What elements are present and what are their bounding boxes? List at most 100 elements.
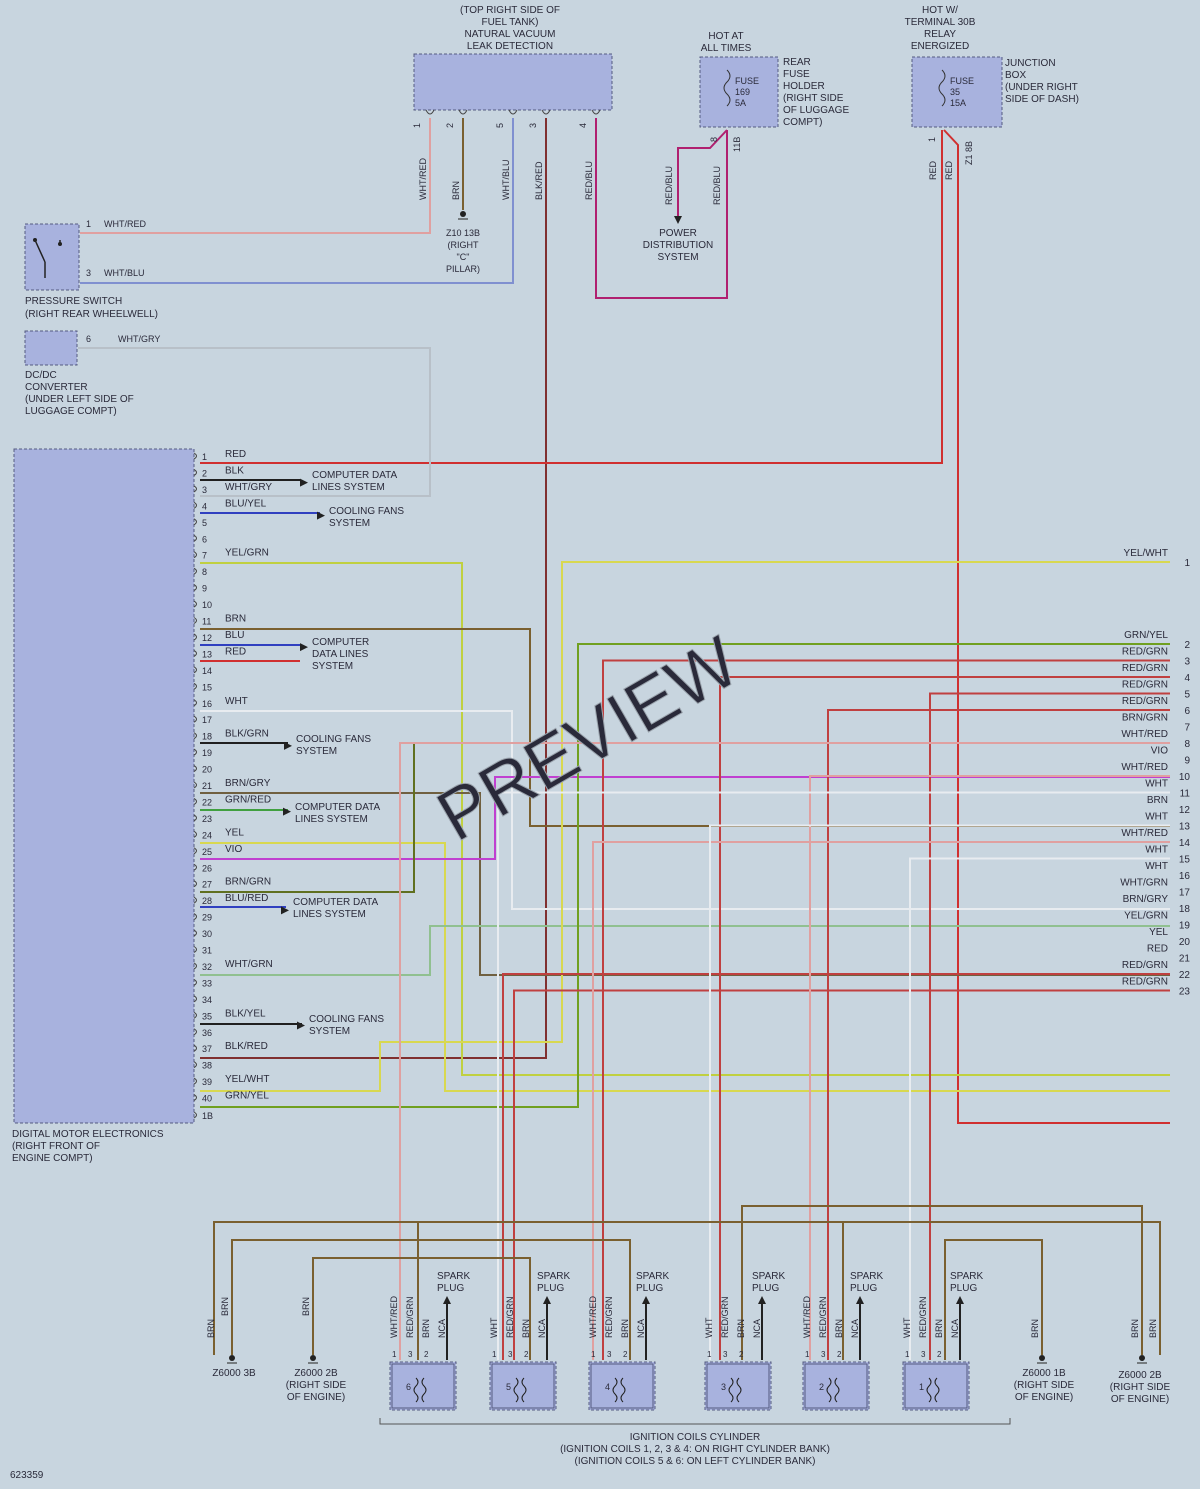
fuse-169-code: 11B	[732, 137, 742, 152]
terminal-icon	[193, 699, 197, 707]
ground-z6000-3b-icon	[229, 1355, 235, 1361]
wire-red-21	[943, 129, 1170, 1124]
fuse-35-wire-label: RED	[944, 160, 954, 180]
terminal-icon	[193, 732, 197, 740]
wire-red-dme-1	[200, 130, 943, 464]
coil-wire-label: BRN	[934, 1319, 944, 1338]
fuse-169-label: 169	[735, 87, 750, 97]
ground-z6000-2b-label: Z6000 2B	[294, 1368, 338, 1379]
right-line-number: 21	[1179, 954, 1191, 965]
coil-winding-icon	[513, 1377, 527, 1403]
terminal-icon	[193, 847, 197, 855]
spark-plug-arrow-icon	[956, 1296, 964, 1304]
dme-pin: 34	[202, 995, 212, 1005]
dme-ref-label: LINES SYSTEM	[312, 482, 385, 493]
pressure-switch	[24, 223, 80, 291]
coil-wire-label: BRN	[521, 1319, 531, 1338]
dcdc-label: (UNDER LEFT SIDE OF	[25, 394, 134, 405]
pressure-switch-pin: 3	[86, 268, 91, 278]
dme-wire-label: VIO	[225, 844, 242, 855]
ignition-coil	[389, 1361, 457, 1411]
spark-plug-label: SPARK	[752, 1271, 785, 1282]
dme-wire-label: BLK/RED	[225, 1041, 268, 1052]
ignition-coil	[489, 1361, 557, 1411]
coil-pin: 1	[707, 1350, 712, 1359]
right-line-wire-label: WHT/RED	[1121, 762, 1168, 773]
figure-id: 623359	[10, 1470, 44, 1481]
ignition-coil	[904, 1363, 968, 1409]
terminal-icon	[458, 109, 468, 115]
ignition-coil	[704, 1361, 772, 1411]
dme-pin: 1	[202, 452, 207, 462]
right-line-number: 15	[1179, 855, 1191, 866]
dme-ref-label: SYSTEM	[312, 661, 353, 672]
rear-fuse-holder-label: REAR	[783, 57, 811, 68]
wire-red-blu-power	[677, 129, 728, 222]
coil-pin: 2	[837, 1350, 842, 1359]
right-line-wire-label: YEL/GRN	[1124, 911, 1168, 922]
dme-ref-label: DATA LINES	[312, 649, 369, 660]
wire-yel-wht	[200, 561, 1170, 1092]
coil-wire-label: RED/GRN	[604, 1296, 614, 1338]
coil-winding-icon	[728, 1377, 742, 1403]
nvld-wire-label: WHT/BLU	[501, 160, 511, 201]
ground-z6000-1b-label: (RIGHT SIDE	[1014, 1380, 1075, 1391]
wire-red-grn-coil6	[513, 989, 1170, 1360]
pressure-switch-label: PRESSURE SWITCH	[25, 296, 122, 307]
coil-wire-label: BRN	[620, 1319, 630, 1338]
ignition-coil-number: 6	[406, 1382, 411, 1392]
terminal-icon	[193, 649, 197, 657]
dme-wire-label: RED	[225, 449, 246, 460]
right-line-number: 2	[1184, 640, 1190, 651]
fuse-35-label: FUSE	[950, 76, 974, 86]
nvld-pin: 2	[445, 123, 455, 128]
terminal-icon	[193, 978, 197, 986]
ground-wire-label: BRN	[206, 1319, 216, 1338]
terminal-icon	[508, 109, 518, 115]
nvld-label: (TOP RIGHT SIDE OF	[460, 5, 560, 16]
nvld-module	[413, 53, 613, 111]
wire-blk-red	[200, 118, 547, 1059]
coil-wire-label: WHT	[489, 1317, 499, 1338]
dme-pin: 32	[202, 962, 212, 972]
right-line-wire-label: WHT	[1145, 861, 1168, 872]
arrow-ref-icon	[300, 478, 308, 487]
dme-wire-label: BLU/RED	[225, 893, 268, 904]
right-line-wire-label: WHT/GRN	[1120, 878, 1168, 889]
terminal-icon	[193, 946, 197, 953]
rear-fuse-holder-label: (RIGHT SIDE	[783, 93, 844, 104]
wire-wht-red-pressure	[80, 118, 431, 234]
dme-pin: 19	[202, 748, 212, 758]
spark-plug-label: PLUG	[636, 1283, 663, 1294]
dcdc-wire-label: WHT/GRY	[118, 334, 160, 344]
wire-wht-gry	[78, 347, 431, 497]
nvld-wire-label: RED/BLU	[584, 161, 594, 200]
coil-wire-label: WHT	[902, 1317, 912, 1338]
dme-pin: 33	[202, 978, 212, 988]
terminal-icon	[193, 863, 197, 871]
dme-pin: 7	[202, 551, 207, 561]
fuse-169-label: FUSE	[735, 76, 759, 86]
right-line-wire-label: RED/GRN	[1122, 647, 1168, 658]
hot-relay-label: HOT W/	[922, 5, 958, 16]
dme-pin: 28	[202, 896, 212, 906]
dme-ref-label: COMPUTER	[312, 637, 369, 648]
terminal-icon	[591, 109, 601, 115]
ignition-coils-label: IGNITION COILS CYLINDER	[630, 1432, 761, 1443]
arrow-ref-icon	[300, 643, 308, 652]
terminal-icon	[193, 1061, 197, 1069]
dme-wire-label: YEL/WHT	[225, 1074, 269, 1085]
right-line-wire-label: BRN/GRN	[1122, 713, 1168, 724]
watermark: PREVIEW	[424, 622, 752, 857]
fuse-35-code: Z1 8B	[964, 141, 974, 165]
dme-wire-label: YEL	[225, 827, 244, 838]
dme-pin: 26	[202, 863, 212, 873]
ignition-coil-number: 2	[819, 1382, 824, 1392]
switch-icon	[58, 242, 62, 246]
hot-relay-label: RELAY	[924, 29, 956, 40]
right-line-number: 20	[1179, 937, 1191, 948]
right-line-number: 9	[1184, 756, 1190, 767]
wire-red-grn-coil4	[602, 659, 1170, 1360]
dme-pin: 39	[202, 1077, 212, 1087]
wire-brn-harness-3	[312, 1257, 531, 1360]
